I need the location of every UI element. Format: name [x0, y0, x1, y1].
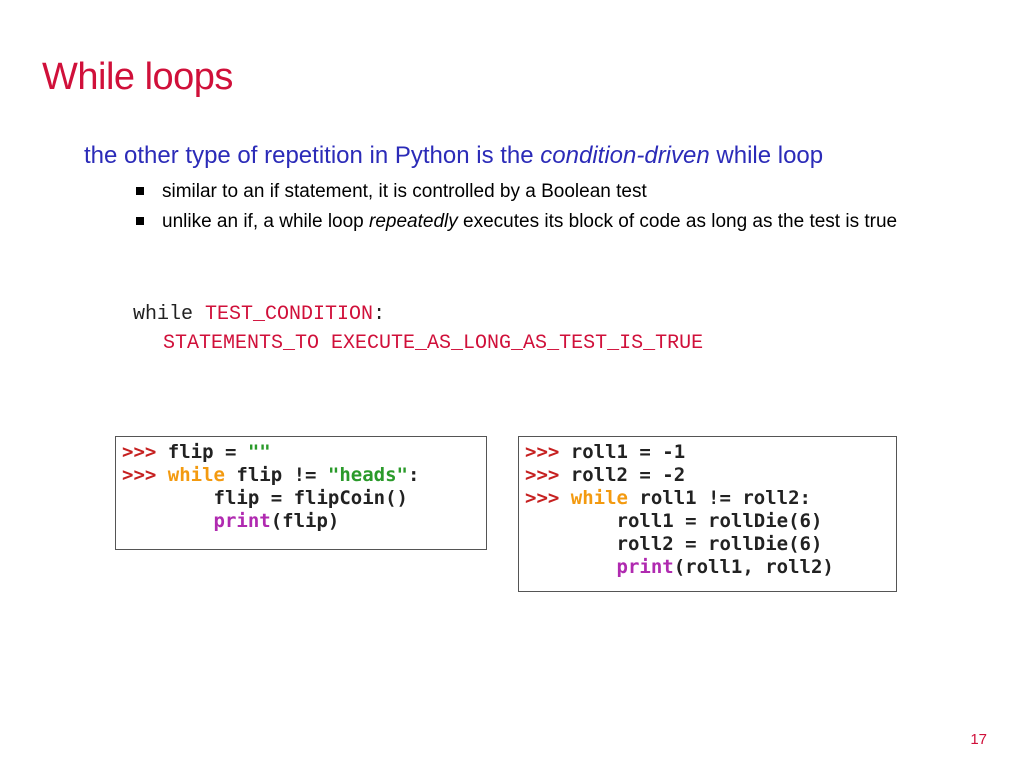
code-line: >>> while flip != "heads": — [122, 464, 480, 487]
prompt: >>> — [525, 487, 571, 509]
code-text: (flip) — [270, 510, 340, 532]
code-text: (roll1, roll2) — [673, 556, 834, 578]
slide-title: While loops — [42, 56, 233, 98]
bullet-text-pre: unlike an if, a while loop — [162, 211, 370, 232]
code-example-roll: >>> roll1 = -1>>> roll2 = -2>>> while ro… — [518, 436, 897, 592]
code-line: >>> while roll1 != roll2: — [525, 487, 890, 510]
code-line: >>> roll1 = -1 — [525, 441, 890, 464]
while-syntax: while TEST_CONDITION: STATEMENTS_TO EXEC… — [133, 300, 703, 358]
prompt: >>> — [122, 464, 168, 486]
code-keyword: while — [167, 464, 225, 486]
code-text: roll1 = -1 — [570, 441, 686, 463]
bullet-text-post: executes its block of code as long as th… — [457, 211, 898, 232]
code-string: "" — [247, 441, 271, 463]
prompt: >>> — [525, 441, 571, 463]
bullet-list: similar to an if statement, it is contro… — [134, 180, 994, 240]
code-text: flip != — [224, 464, 328, 486]
square-bullet-icon — [136, 187, 144, 195]
code-indent — [122, 510, 214, 532]
bullet-text: similar to an if statement, it is contro… — [162, 181, 647, 202]
code-text: : — [408, 464, 420, 486]
code-line: print(flip) — [122, 510, 480, 533]
lead-text-pre: the other type of repetition in Python i… — [84, 142, 541, 169]
code-line: >>> roll2 = -2 — [525, 464, 890, 487]
lead-text-emphasis: condition-driven — [540, 142, 710, 169]
code-line: >>> flip = "" — [122, 441, 480, 464]
square-bullet-icon — [136, 217, 144, 225]
syntax-keyword: while — [133, 303, 194, 326]
code-text: flip = — [167, 441, 248, 463]
code-indent — [525, 556, 617, 578]
code-line: roll1 = rollDie(6) — [525, 510, 823, 532]
bullet-item: similar to an if statement, it is contro… — [134, 180, 994, 204]
bullet-item: unlike an if, a while loop repeatedly ex… — [134, 210, 994, 234]
syntax-body: STATEMENTS_TO EXECUTE_AS_LONG_AS_TEST_IS… — [163, 332, 704, 355]
page-number: 17 — [970, 731, 987, 748]
code-keyword: while — [570, 487, 628, 509]
syntax-condition: TEST_CONDITION — [205, 303, 374, 326]
code-text: roll2 = -2 — [570, 464, 686, 486]
code-example-flip: >>> flip = "">>> while flip != "heads": … — [115, 436, 487, 550]
code-line: roll2 = rollDie(6) — [525, 533, 823, 555]
syntax-colon: : — [373, 303, 386, 326]
code-line: flip = flipCoin() — [122, 487, 408, 509]
syntax-line-1: while TEST_CONDITION: — [133, 300, 703, 329]
bullet-text-emphasis: repeatedly — [369, 211, 458, 232]
code-line: print(roll1, roll2) — [525, 556, 890, 579]
lead-text: the other type of repetition in Python i… — [84, 142, 823, 170]
prompt: >>> — [525, 464, 571, 486]
code-text: roll1 != roll2: — [627, 487, 811, 509]
code-string: "heads" — [327, 464, 408, 486]
code-builtin: print — [616, 556, 674, 578]
lead-text-post: while loop — [709, 142, 824, 169]
code-builtin: print — [213, 510, 271, 532]
prompt: >>> — [122, 441, 168, 463]
